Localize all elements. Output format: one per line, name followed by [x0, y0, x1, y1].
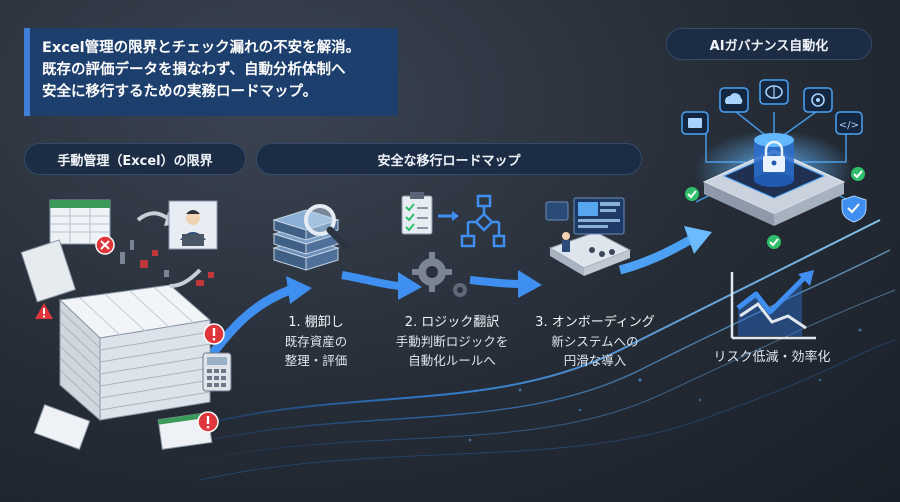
step-1-title: 1. 棚卸し: [288, 315, 344, 330]
ai-governance-label: AIガバナンス自動化: [666, 28, 872, 60]
headline-box: Excel管理の限界とチェック漏れの不安を解消。 既存の評価データを損なわず、自…: [24, 28, 398, 116]
roadmap-label: 安全な移行ロードマップ: [256, 143, 642, 175]
brain-icon: [811, 93, 825, 107]
cloud-icon: [725, 93, 743, 104]
person-laptop-icon: [168, 200, 218, 250]
calculator-icon: [202, 352, 232, 392]
database-magnifier-icon: [272, 204, 350, 271]
brain-icon: [765, 85, 783, 99]
manual-limit-label: 手動管理（Excel）の限界: [24, 143, 246, 175]
headline-line-2: 既存の評価データを損なわず、自動分析体制へ: [42, 62, 346, 78]
step-2-title: 2. ロジック翻訳: [404, 315, 500, 330]
step-1-desc: 既存資産の 整理・評価: [284, 334, 348, 368]
alert-icon: [203, 323, 225, 345]
step-2-desc: 手動判断ロジックを 自動化ルールへ: [395, 334, 509, 368]
spreadsheet-stack-icon: [20, 199, 214, 450]
shield-check-icon: [841, 195, 867, 223]
warning-icon: [35, 303, 53, 319]
step-3-desc: 新システムへの 円滑な導入: [551, 334, 639, 368]
training-presentation-icon: [545, 197, 632, 276]
alert-icon: [95, 235, 115, 255]
growth-chart-icon: [730, 270, 816, 340]
result-label: リスク低減・効率化: [713, 350, 831, 365]
alert-icon: [197, 411, 219, 433]
step-3-title: 3. オンボーディング: [535, 315, 655, 330]
secure-server-platform-icon: </>: [681, 79, 867, 249]
flowchart-gear-icon: [401, 192, 506, 297]
headline-line-1: Excel管理の限界とチェック漏れの不安を解消。: [42, 40, 361, 56]
headline-line-3: 安全に移行するための実務ロードマップ。: [42, 84, 318, 100]
code-icon: </>: [839, 120, 859, 131]
